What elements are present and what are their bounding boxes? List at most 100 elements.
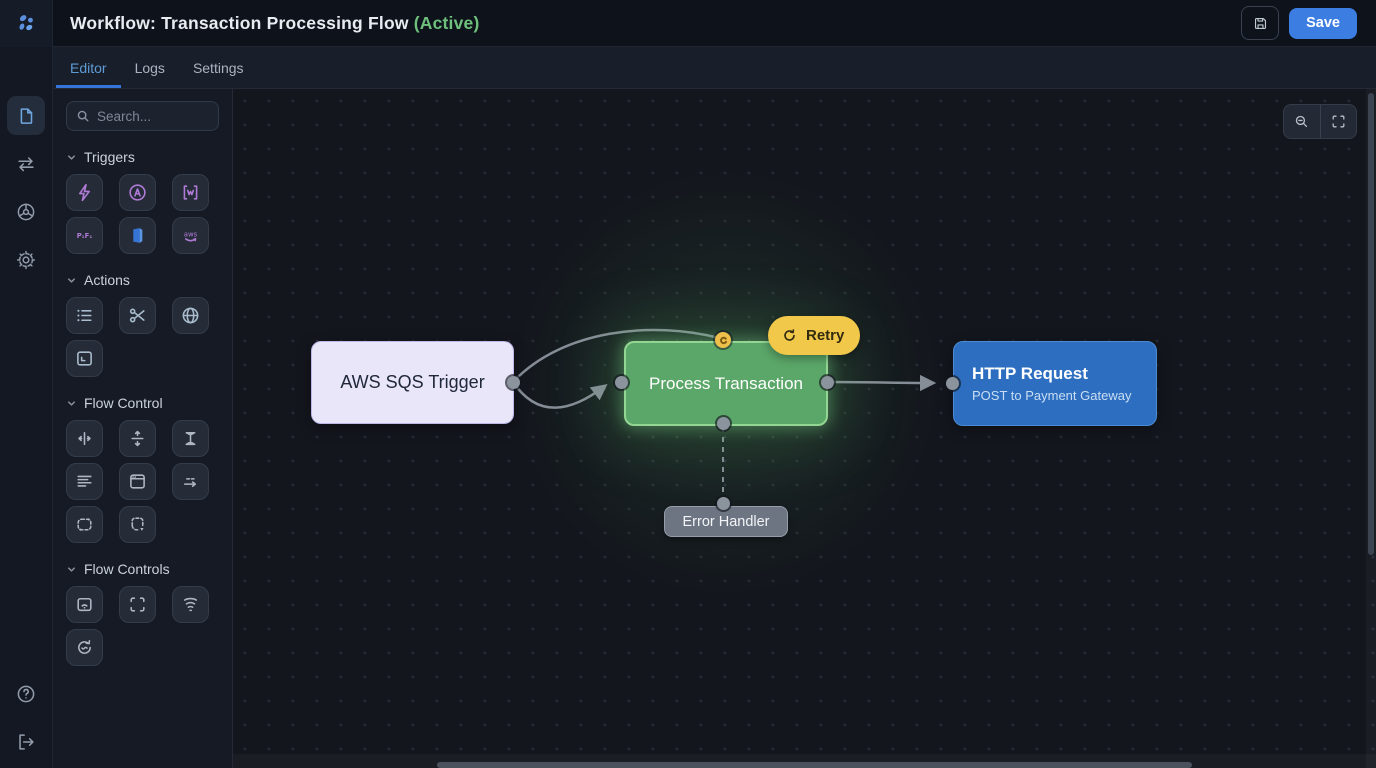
- horizontal-scrollbar-thumb[interactable]: [437, 762, 1192, 768]
- retry-refresh-icon: [784, 329, 795, 341]
- chevron-down-icon: [68, 400, 75, 406]
- port-error-top[interactable]: [716, 496, 730, 510]
- rail-item-help[interactable]: [7, 675, 45, 713]
- tile-tornado[interactable]: [172, 586, 209, 623]
- align-left-icon: [74, 471, 95, 492]
- tile-scissors[interactable]: [119, 297, 156, 334]
- flow-control-grid: [66, 420, 219, 543]
- search-input[interactable]: [97, 108, 209, 124]
- status-badge: (Active): [413, 12, 480, 33]
- tile-aws[interactable]: aws: [172, 217, 209, 254]
- circle-a-icon: [127, 182, 148, 203]
- aws-icon: aws: [180, 225, 201, 246]
- edge-process-to-http[interactable]: [826, 374, 937, 392]
- workflow-canvas[interactable]: AWS SQS Trigger Process Transaction HTTP…: [233, 89, 1376, 768]
- save-button[interactable]: Save: [1289, 7, 1357, 39]
- fit-view-button[interactable]: [1319, 105, 1357, 138]
- section-label: Actions: [84, 272, 130, 288]
- tile-terminal[interactable]: [66, 340, 103, 377]
- actions-grid: [66, 297, 219, 377]
- retry-label: Retry: [806, 327, 845, 344]
- zoom-button[interactable]: [1284, 105, 1320, 138]
- scissors-icon: [127, 305, 148, 326]
- edge-retry-loop[interactable]: [512, 328, 720, 383]
- node-aws-sqs-trigger[interactable]: AWS SQS Trigger: [311, 341, 514, 424]
- triggers-grid: P₁F₁ aws: [66, 174, 219, 254]
- port-aws-output[interactable]: [506, 375, 520, 389]
- vertical-scrollbar-thumb[interactable]: [1368, 93, 1374, 555]
- edge-trigger-to-process[interactable]: [511, 381, 608, 409]
- tile-swap-arrows[interactable]: [172, 463, 209, 500]
- retry-badge[interactable]: Retry: [768, 316, 861, 355]
- tile-webhook[interactable]: [172, 174, 209, 211]
- tile-align-left[interactable]: [66, 463, 103, 500]
- workflow-title: Workflow: Transaction Processing Flow: [70, 12, 409, 33]
- save-icon-button[interactable]: [1241, 6, 1280, 40]
- app-logo-icon: [19, 15, 33, 31]
- globe-grid-icon: [180, 305, 201, 326]
- section-flow-control: Flow Control: [66, 393, 219, 543]
- section-label: Flow Control: [84, 395, 163, 411]
- port-process-retry[interactable]: [715, 332, 731, 348]
- tile-split-h[interactable]: [66, 420, 103, 457]
- top-bar: Workflow: Transaction Processing Flow (A…: [0, 0, 1376, 47]
- tile-ibeam[interactable]: [172, 420, 209, 457]
- split-v-icon: [127, 428, 148, 449]
- chevron-down-icon: [68, 277, 75, 283]
- port-process-bottom[interactable]: [716, 416, 730, 430]
- node-error-handler[interactable]: Error Handler: [664, 506, 788, 537]
- tab-editor[interactable]: Editor: [56, 47, 121, 88]
- rail-item-workflows[interactable]: [7, 145, 45, 183]
- list-icon: [74, 305, 95, 326]
- window-icon: [127, 471, 148, 492]
- node-process-transaction[interactable]: Process Transaction: [624, 341, 828, 426]
- node-label: Process Transaction: [648, 373, 803, 393]
- tile-loop[interactable]: [66, 506, 103, 543]
- document-icon: [20, 107, 33, 124]
- port-process-output[interactable]: [820, 375, 834, 389]
- branch-icon: [127, 514, 148, 535]
- tornado-icon: [180, 594, 201, 615]
- section-header-flow-controls[interactable]: Flow Controls: [66, 559, 219, 579]
- tile-lightning[interactable]: [66, 174, 103, 211]
- exchange-arrows-icon: [18, 157, 34, 172]
- tile-window[interactable]: [119, 463, 156, 500]
- search-box[interactable]: [66, 101, 219, 131]
- left-icon-rail: [0, 47, 53, 768]
- node-label: AWS SQS Trigger: [340, 372, 485, 392]
- rail-item-settings[interactable]: [7, 241, 45, 279]
- tile-selection[interactable]: [119, 586, 156, 623]
- tab-settings[interactable]: Settings: [192, 59, 244, 76]
- tab-logs[interactable]: Logs: [134, 59, 165, 76]
- app-logo[interactable]: [0, 0, 53, 47]
- rail-item-globe[interactable]: [7, 193, 45, 231]
- tile-circle-a[interactable]: [119, 174, 156, 211]
- svg-text:P₁F₁: P₁F₁: [77, 232, 93, 240]
- section-actions: Actions: [66, 270, 219, 377]
- tile-azure-db[interactable]: [119, 217, 156, 254]
- rail-item-logout[interactable]: [7, 723, 45, 761]
- tile-fifo[interactable]: P₁F₁: [66, 217, 103, 254]
- section-header-triggers[interactable]: Triggers: [66, 147, 219, 167]
- node-label: HTTP Request: [972, 364, 1088, 383]
- tile-signal-box[interactable]: [66, 586, 103, 623]
- tile-branch[interactable]: [119, 506, 156, 543]
- tile-list[interactable]: [66, 297, 103, 334]
- node-http-request[interactable]: HTTP Request POST to Payment Gateway: [953, 341, 1157, 426]
- tile-split-v[interactable]: [119, 420, 156, 457]
- swap-arrows-icon: [180, 471, 201, 492]
- port-http-input[interactable]: [945, 376, 959, 390]
- section-triggers: Triggers P₁F₁ aws: [66, 147, 219, 254]
- tile-refresh[interactable]: [66, 629, 103, 666]
- flow-controls-grid: [66, 586, 219, 666]
- rail-item-document[interactable]: [7, 96, 45, 135]
- loop-icon: [74, 514, 95, 535]
- section-header-flow-control[interactable]: Flow Control: [66, 393, 219, 413]
- section-header-actions[interactable]: Actions: [66, 270, 219, 290]
- chevron-down-icon: [68, 154, 75, 160]
- tile-globe-grid[interactable]: [172, 297, 209, 334]
- lightning-icon: [74, 182, 95, 203]
- port-process-input[interactable]: [614, 375, 628, 389]
- node-sublabel: POST to Payment Gateway: [972, 388, 1132, 403]
- floppy-disk-icon: [1254, 17, 1266, 29]
